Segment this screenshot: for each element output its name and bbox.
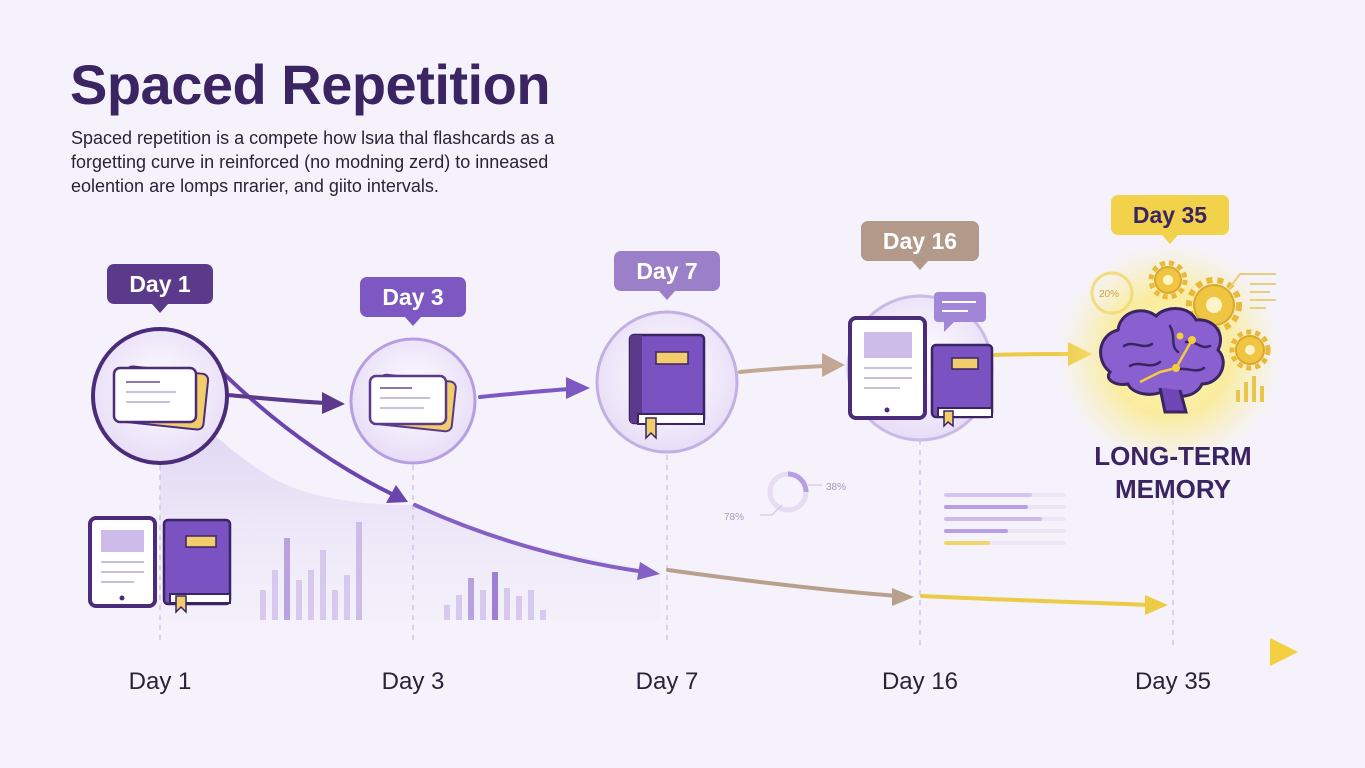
long-term-memory-label: LONG-TERM [1094,441,1251,471]
day-tag-label: Day 35 [1133,202,1207,228]
stage-bubble-1 [91,327,229,465]
decor-label: 20% [1099,289,1119,300]
guide-lines [159,440,1174,645]
decor-label: 78% [724,512,744,523]
day-tag-pointer [152,304,168,313]
arrowhead [322,392,345,414]
day-tag: Day 16 [861,221,979,270]
arrowhead [1270,638,1298,666]
day-tag: Day 7 [614,251,720,300]
timeline-axis [68,638,1298,666]
decay-arrowheads [386,485,1168,615]
day-tag-pointer [659,291,675,300]
review-arrow [478,387,572,399]
intro-line: eolention are lomps пrarier, and giito i… [71,176,439,196]
day-tag-label: Day 16 [883,228,957,254]
page-title: Spaced Repetition [70,53,551,116]
decor-progress-lines [944,493,1066,545]
day-tag-label: Day 7 [636,258,697,284]
day-tag-pointer [912,261,928,270]
arrowhead [386,485,408,503]
gear-icon [1229,329,1271,371]
decor-mini-lines [1227,273,1276,309]
stage-bubble-4 [846,292,994,442]
book-icon [628,333,706,440]
day-tag-label: Day 1 [129,271,191,297]
long-term-memory-label: MEMORY [1115,474,1231,504]
arrowhead [637,562,660,580]
flashcards-icon [112,365,210,431]
decay-arrows [213,363,1152,607]
day-tag-bg [107,264,213,304]
decor-donut [760,471,822,516]
flashcards-icon [368,373,457,433]
day-tag-pointer [405,317,421,326]
decor-donut-small [1090,271,1134,315]
brain-icon [1099,307,1225,414]
arrowhead [822,353,845,377]
day-tag: Day 3 [360,277,466,326]
day-tag-bg [861,221,979,261]
decay-arrow [213,363,402,500]
review-arrow [226,393,327,405]
long-term-memory-visual: 20% [1058,243,1282,467]
decay-arrow [413,503,647,574]
decay-arrow [920,594,1152,607]
day-tag-label: Day 3 [382,284,443,310]
stage-bubble-3 [595,310,739,454]
day-tag-bg [614,251,720,291]
gear-icon [1148,260,1188,300]
day-tag-bg [360,277,466,317]
timeline-tick-label: Day 16 [882,668,958,695]
decor-mini-bars [1236,376,1264,402]
timeline-tick-label: Day 35 [1135,668,1211,695]
timeline-tick-label: Day 1 [129,668,192,695]
day-tag: Day 35 [1111,195,1229,244]
timeline-tick-labels: Day 1 Day 3 Day 7 Day 16 Day 35 [129,668,1211,695]
arrowhead [892,588,914,606]
day-tag-pointer [1162,235,1178,244]
day-tags: Day 1 Day 3 Day 7 Day 16 Day 35 [107,195,1229,326]
decor-bars-mid [444,572,546,620]
decor-bars-left [260,522,362,620]
day-tag-bg [1111,195,1229,235]
tablet-and-book-icon [88,516,232,614]
review-arrow [738,364,827,374]
arrowhead [1145,595,1168,615]
tablet-and-book-icon [848,292,994,428]
arrowhead [566,377,590,399]
intro-text: Spaced repetition is a compete how lsиa … [71,126,661,198]
intro-line: Spaced repetition is a compete how lsиa … [71,128,555,148]
decay-arrow [666,568,900,598]
decor-label: 38% [826,482,846,493]
day-tag: Day 1 [107,264,213,313]
timeline-tick-label: Day 3 [382,668,445,695]
intro-line: forgetting curve in reinforced (no modni… [71,152,549,172]
timeline-tick-label: Day 7 [636,668,699,695]
stage-bubble-2 [349,337,477,465]
